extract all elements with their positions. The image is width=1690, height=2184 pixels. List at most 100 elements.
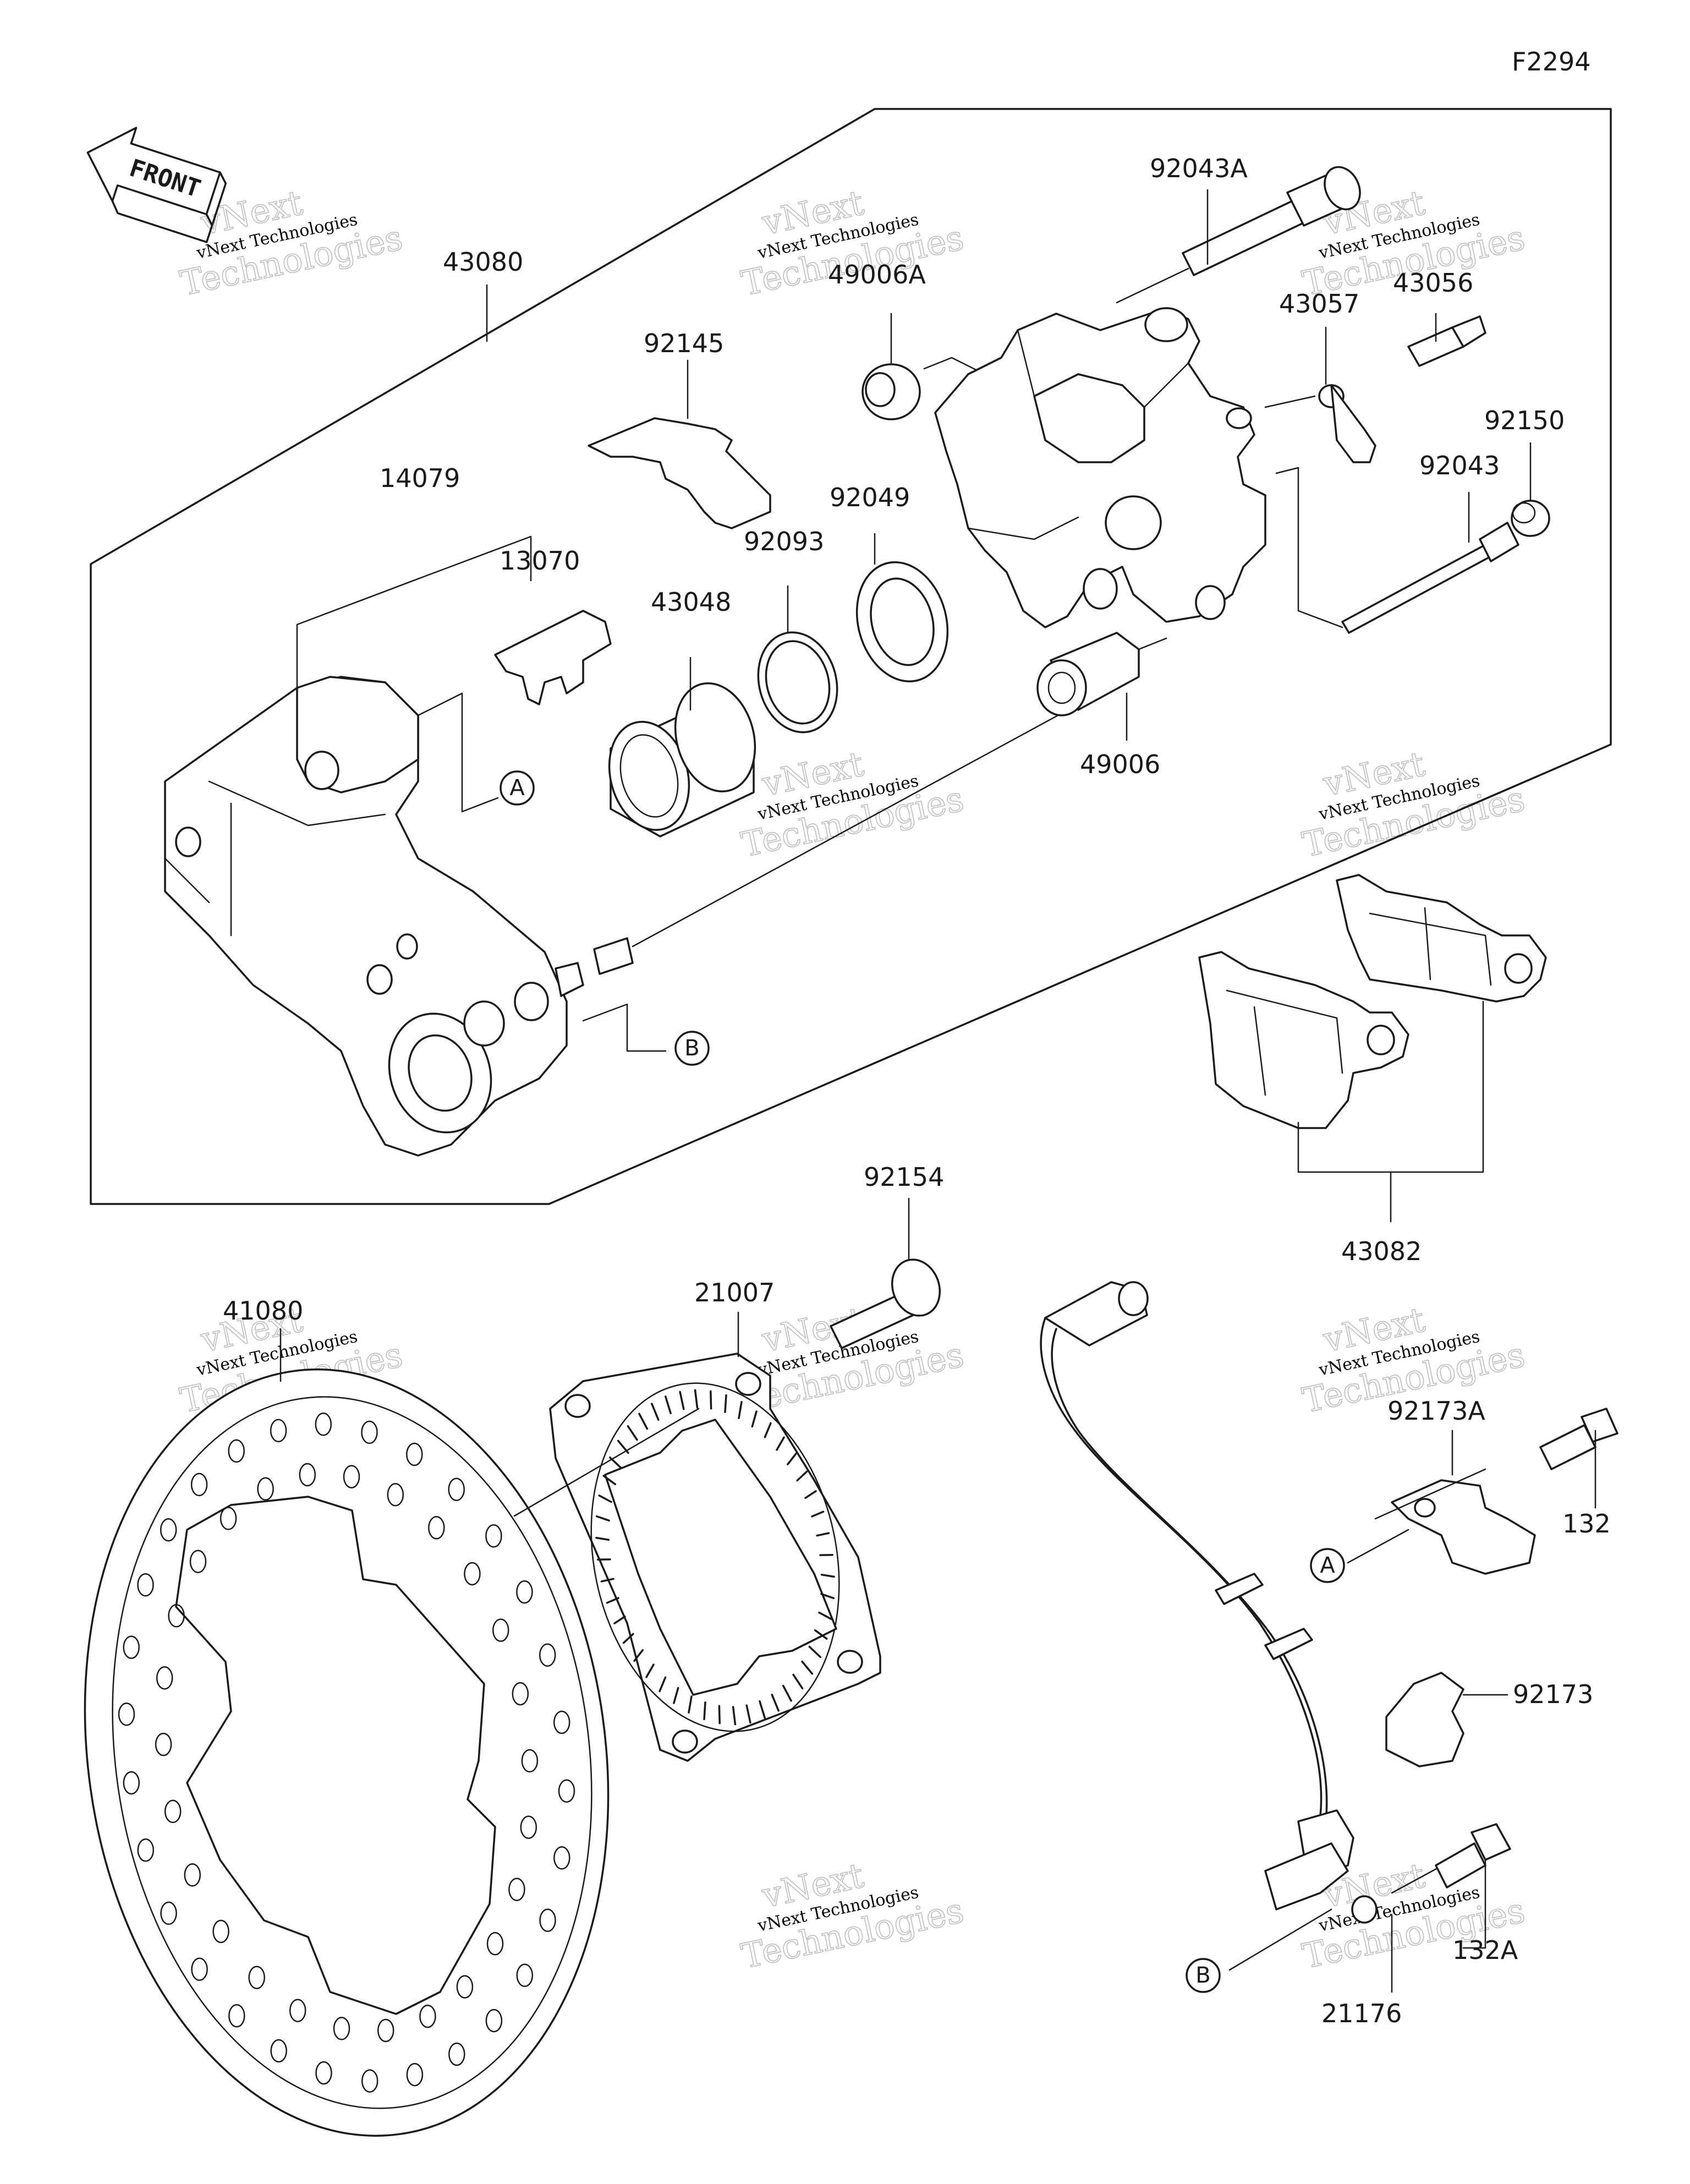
- disc-hole: [406, 1442, 423, 1466]
- abs-ring-slot: [718, 1705, 721, 1725]
- callout-a-lower: A: [1310, 1548, 1345, 1583]
- part-label-43048: 43048: [651, 587, 731, 617]
- abs-ring-slot: [613, 1615, 626, 1624]
- disc-hole: [118, 1702, 135, 1726]
- part-label-43080: 43080: [443, 247, 523, 277]
- abs-ring-slot: [796, 1470, 808, 1482]
- disc-hole: [448, 1477, 465, 1501]
- disc-hole: [160, 1518, 177, 1542]
- part-label-92093: 92093: [744, 527, 824, 556]
- abs-ring-slot: [703, 1701, 706, 1721]
- part-label-43057: 43057: [1279, 289, 1359, 319]
- leader-line: [1116, 267, 1189, 304]
- abs-ring-slot: [622, 1633, 634, 1644]
- abs-ring-slot: [782, 1684, 792, 1702]
- bolt-132: [1539, 1408, 1618, 1470]
- disc-hole: [508, 1878, 525, 1901]
- disc-hole: [333, 2017, 350, 2040]
- caliper-bracket: [164, 676, 584, 1157]
- cap-92150: [1511, 500, 1550, 537]
- figure-code: F2294: [1512, 47, 1591, 76]
- part-label-21176: 21176: [1321, 1999, 1402, 2028]
- abs-ring-slot: [598, 1495, 612, 1503]
- brake-pad-front: [1198, 951, 1409, 1129]
- leader-line: [1264, 395, 1316, 408]
- watermark: vNext vNext Technologies Technologies: [1298, 1855, 1528, 1977]
- part-label-49006: 49006: [1080, 749, 1160, 779]
- disc-hole: [520, 1815, 537, 1839]
- disc-hole: [228, 1439, 245, 1463]
- leader-line: [1462, 1859, 1486, 1949]
- callout-a-text: A: [1320, 1553, 1335, 1578]
- disc-holes: [118, 1413, 575, 2093]
- abs-ring-slot: [673, 1687, 679, 1704]
- leader-line: [1374, 1468, 1486, 1520]
- disc-hole: [123, 1771, 140, 1795]
- disc-hole: [361, 1420, 378, 1444]
- abs-ring-slot: [664, 1395, 672, 1415]
- disc-hole: [299, 1463, 316, 1487]
- callout-b-upper: B: [674, 1031, 710, 1066]
- disc-hole: [558, 1779, 575, 1803]
- caliper-body: [934, 307, 1266, 628]
- guide-pin-92043a: [1182, 166, 1361, 276]
- abs-ring-slot: [602, 1475, 617, 1486]
- boot-49006a: [862, 363, 921, 420]
- bleeder-43057: [1318, 384, 1376, 463]
- bolt-92154: [830, 1258, 941, 1349]
- disc-hole: [539, 1908, 556, 1933]
- disc-hole: [343, 1465, 360, 1488]
- part-label-41080: 41080: [223, 1296, 303, 1326]
- pad-spring: [494, 610, 612, 705]
- disc-hole: [553, 1846, 570, 1870]
- guide-pin-92043: [1341, 522, 1519, 634]
- abs-ring-slot: [732, 1706, 737, 1726]
- bleeder-43056: [1407, 315, 1486, 367]
- abs-ring-slot: [759, 1700, 766, 1719]
- brake-disc: [84, 1368, 610, 2137]
- abs-ring-slot: [792, 1673, 804, 1690]
- callout-b-lower: B: [1186, 1958, 1221, 1993]
- abs-ring-slot: [820, 1573, 835, 1578]
- disc-hole: [190, 1473, 208, 1497]
- disc-hole: [492, 1618, 509, 1642]
- abs-ring-slot: [771, 1694, 780, 1712]
- disc-hole: [486, 1932, 504, 1956]
- sensor-bracket-92173a: [1391, 1479, 1536, 1575]
- disc-hole: [123, 1635, 140, 1659]
- piston: [608, 682, 756, 838]
- callout-b-text: B: [684, 1036, 699, 1061]
- part-label-21007: 21007: [694, 1278, 775, 1307]
- watermark: vNext vNext Technologies Technologies: [737, 743, 967, 866]
- abs-ring-slot: [600, 1578, 614, 1583]
- leader-line: [296, 535, 532, 689]
- disc-hole: [270, 2039, 287, 2063]
- abs-ring-slot: [820, 1592, 835, 1600]
- abs-ring-slot: [764, 1422, 772, 1438]
- piston-seal: [855, 561, 949, 683]
- disc-hole: [164, 1799, 182, 1824]
- disc-hole: [257, 1477, 274, 1501]
- watermark: vNext vNext Technologies Technologies: [737, 1855, 967, 1977]
- abs-ring-slot: [688, 1695, 693, 1714]
- abs-ring-slot: [814, 1629, 828, 1640]
- leader-line: [513, 1408, 700, 1517]
- part-label-92150: 92150: [1484, 406, 1565, 435]
- part-label-14079: 14079: [380, 463, 460, 493]
- abs-ring-slot: [804, 1490, 817, 1499]
- disc-hole: [521, 1749, 539, 1773]
- abs-wheel-sensor: [1040, 1281, 1378, 1924]
- front-arrow-icon: FRONT: [86, 127, 227, 243]
- abs-ring-slot: [638, 1413, 649, 1430]
- abs-ring-slot: [811, 1510, 825, 1518]
- part-label-49006a: 49006A: [828, 260, 926, 289]
- abs-sensor-ring: [549, 1353, 881, 1762]
- disc-hole: [485, 2008, 503, 2033]
- disc-hole: [289, 1999, 306, 2022]
- abs-ring-slot: [659, 1676, 667, 1693]
- brake-pad-rear: [1336, 874, 1547, 1003]
- part-label-92043a: 92043A: [1150, 154, 1248, 183]
- part-label-92154: 92154: [864, 1162, 944, 1192]
- abs-ring-slots: [595, 1389, 835, 1726]
- watermark: vNext vNext Technologies Technologies: [737, 182, 967, 304]
